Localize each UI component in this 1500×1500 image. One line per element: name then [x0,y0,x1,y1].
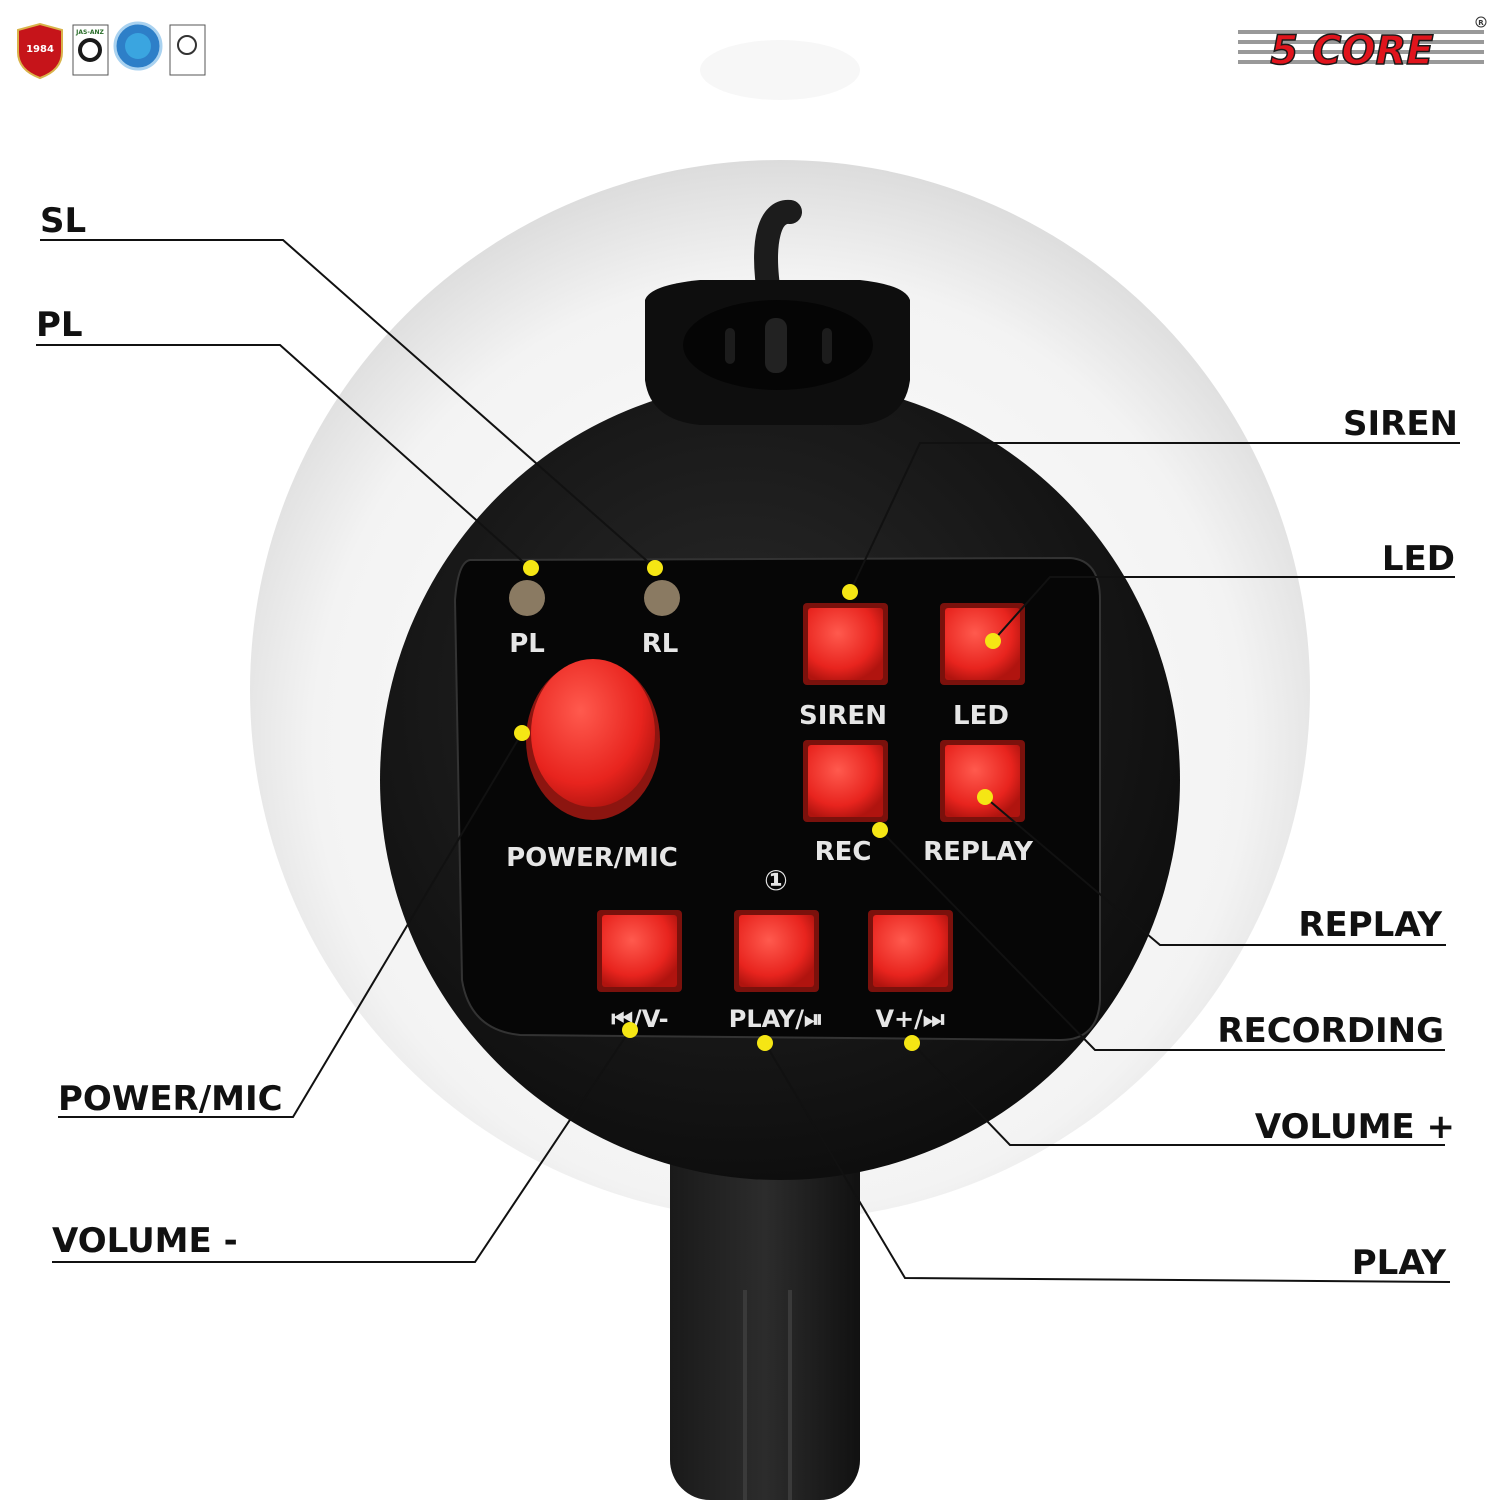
logo-stripe [1238,60,1484,64]
power-mic-label: POWER/MIC [506,843,678,873]
callout-led: LED [1382,539,1455,579]
siren-button[interactable] [808,608,883,680]
marker-dot-recording [872,822,888,838]
volume-down-label: ⏮/V- [611,1005,668,1033]
leader-line-led [992,576,1455,642]
indicator-light-rl [644,580,680,616]
leader-line-replay [984,796,1446,946]
globe-seal-center-icon [125,33,151,59]
callout-siren: SIREN [1343,404,1458,444]
leader-line-power-mic [58,732,523,1118]
quality-mark-icon [177,35,197,55]
logo-stripe [1238,40,1484,44]
handle [670,1120,860,1500]
since-1984-badge-text: 1984 [26,44,54,55]
registered-mark-circle [1475,16,1487,28]
brand-logo-text: 5 CORE [1270,28,1433,74]
siren-button-label: SIREN [799,701,887,731]
marker-dot-power-mic [514,725,530,741]
callout-play: PLAY [1352,1243,1447,1283]
microphone-slot [822,328,832,364]
rec-button-label: REC [815,837,872,867]
logo-stripe [1238,30,1484,34]
quality-certificate-icon [169,24,206,76]
volume-down-button[interactable] [602,915,677,987]
marker-dots [514,560,1001,1051]
play-label: PLAY/⏯ [729,1005,824,1033]
callout-replay: REPLAY [1298,905,1442,945]
marker-dot-volume-minus [622,1022,638,1038]
marker-dot-sl [647,560,663,576]
indicator-label-pl: PL [509,629,545,659]
certification-badges: 1984 JAS-ANZ [17,21,206,80]
registered-mark: R [1478,19,1484,27]
callout-sl: SL [40,201,86,241]
replay-button[interactable] [945,745,1020,817]
leader-line-pl [36,344,531,569]
indicator-light-pl [509,580,545,616]
callout-volume-minus: VOLUME - [52,1221,238,1261]
indicator-label-rl: RL [642,629,679,659]
play-button[interactable] [739,915,814,987]
power-symbol-icon: ① [764,864,788,897]
horn-top-lip [700,40,860,100]
logo-stripe [1238,50,1484,54]
marker-dot-led [985,633,1001,649]
power-mic-button[interactable] [531,659,655,807]
brand-logo: 5 CORE R [1238,16,1487,75]
callout-pl: PL [36,305,83,345]
leader-line-volume-plus [911,1042,1445,1146]
marker-dot-siren [842,584,858,600]
since-1984-shield-icon [17,22,63,80]
volume-up-button[interactable] [873,915,948,987]
leader-line-volume-minus [52,1029,631,1263]
microphone-slot [725,328,735,364]
leader-line-sl [40,239,656,569]
leader-line-recording [879,829,1445,1051]
marker-dot-play [757,1035,773,1051]
iso-c-mark-icon [78,38,102,62]
replay-button-label: REPLAY [923,837,1034,867]
microphone-slot [765,318,787,373]
led-button-label: LED [953,701,1009,731]
iso-badge-text: JAS-ANZ [75,29,104,36]
marker-dot-replay [977,789,993,805]
leader-lines [36,239,1460,1283]
callout-power-mic: POWER/MIC [58,1079,283,1119]
volume-up-label: V+/⏭ [875,1005,944,1033]
marker-dot-volume-plus [904,1035,920,1051]
leader-line-siren [849,442,1460,593]
leader-line-play [764,1042,1451,1283]
rec-button[interactable] [808,745,883,817]
led-button[interactable] [945,608,1020,680]
callout-recording: RECORDING [1217,1011,1444,1051]
marker-dot-pl [523,560,539,576]
callout-volume-plus: VOLUME + [1255,1107,1455,1147]
